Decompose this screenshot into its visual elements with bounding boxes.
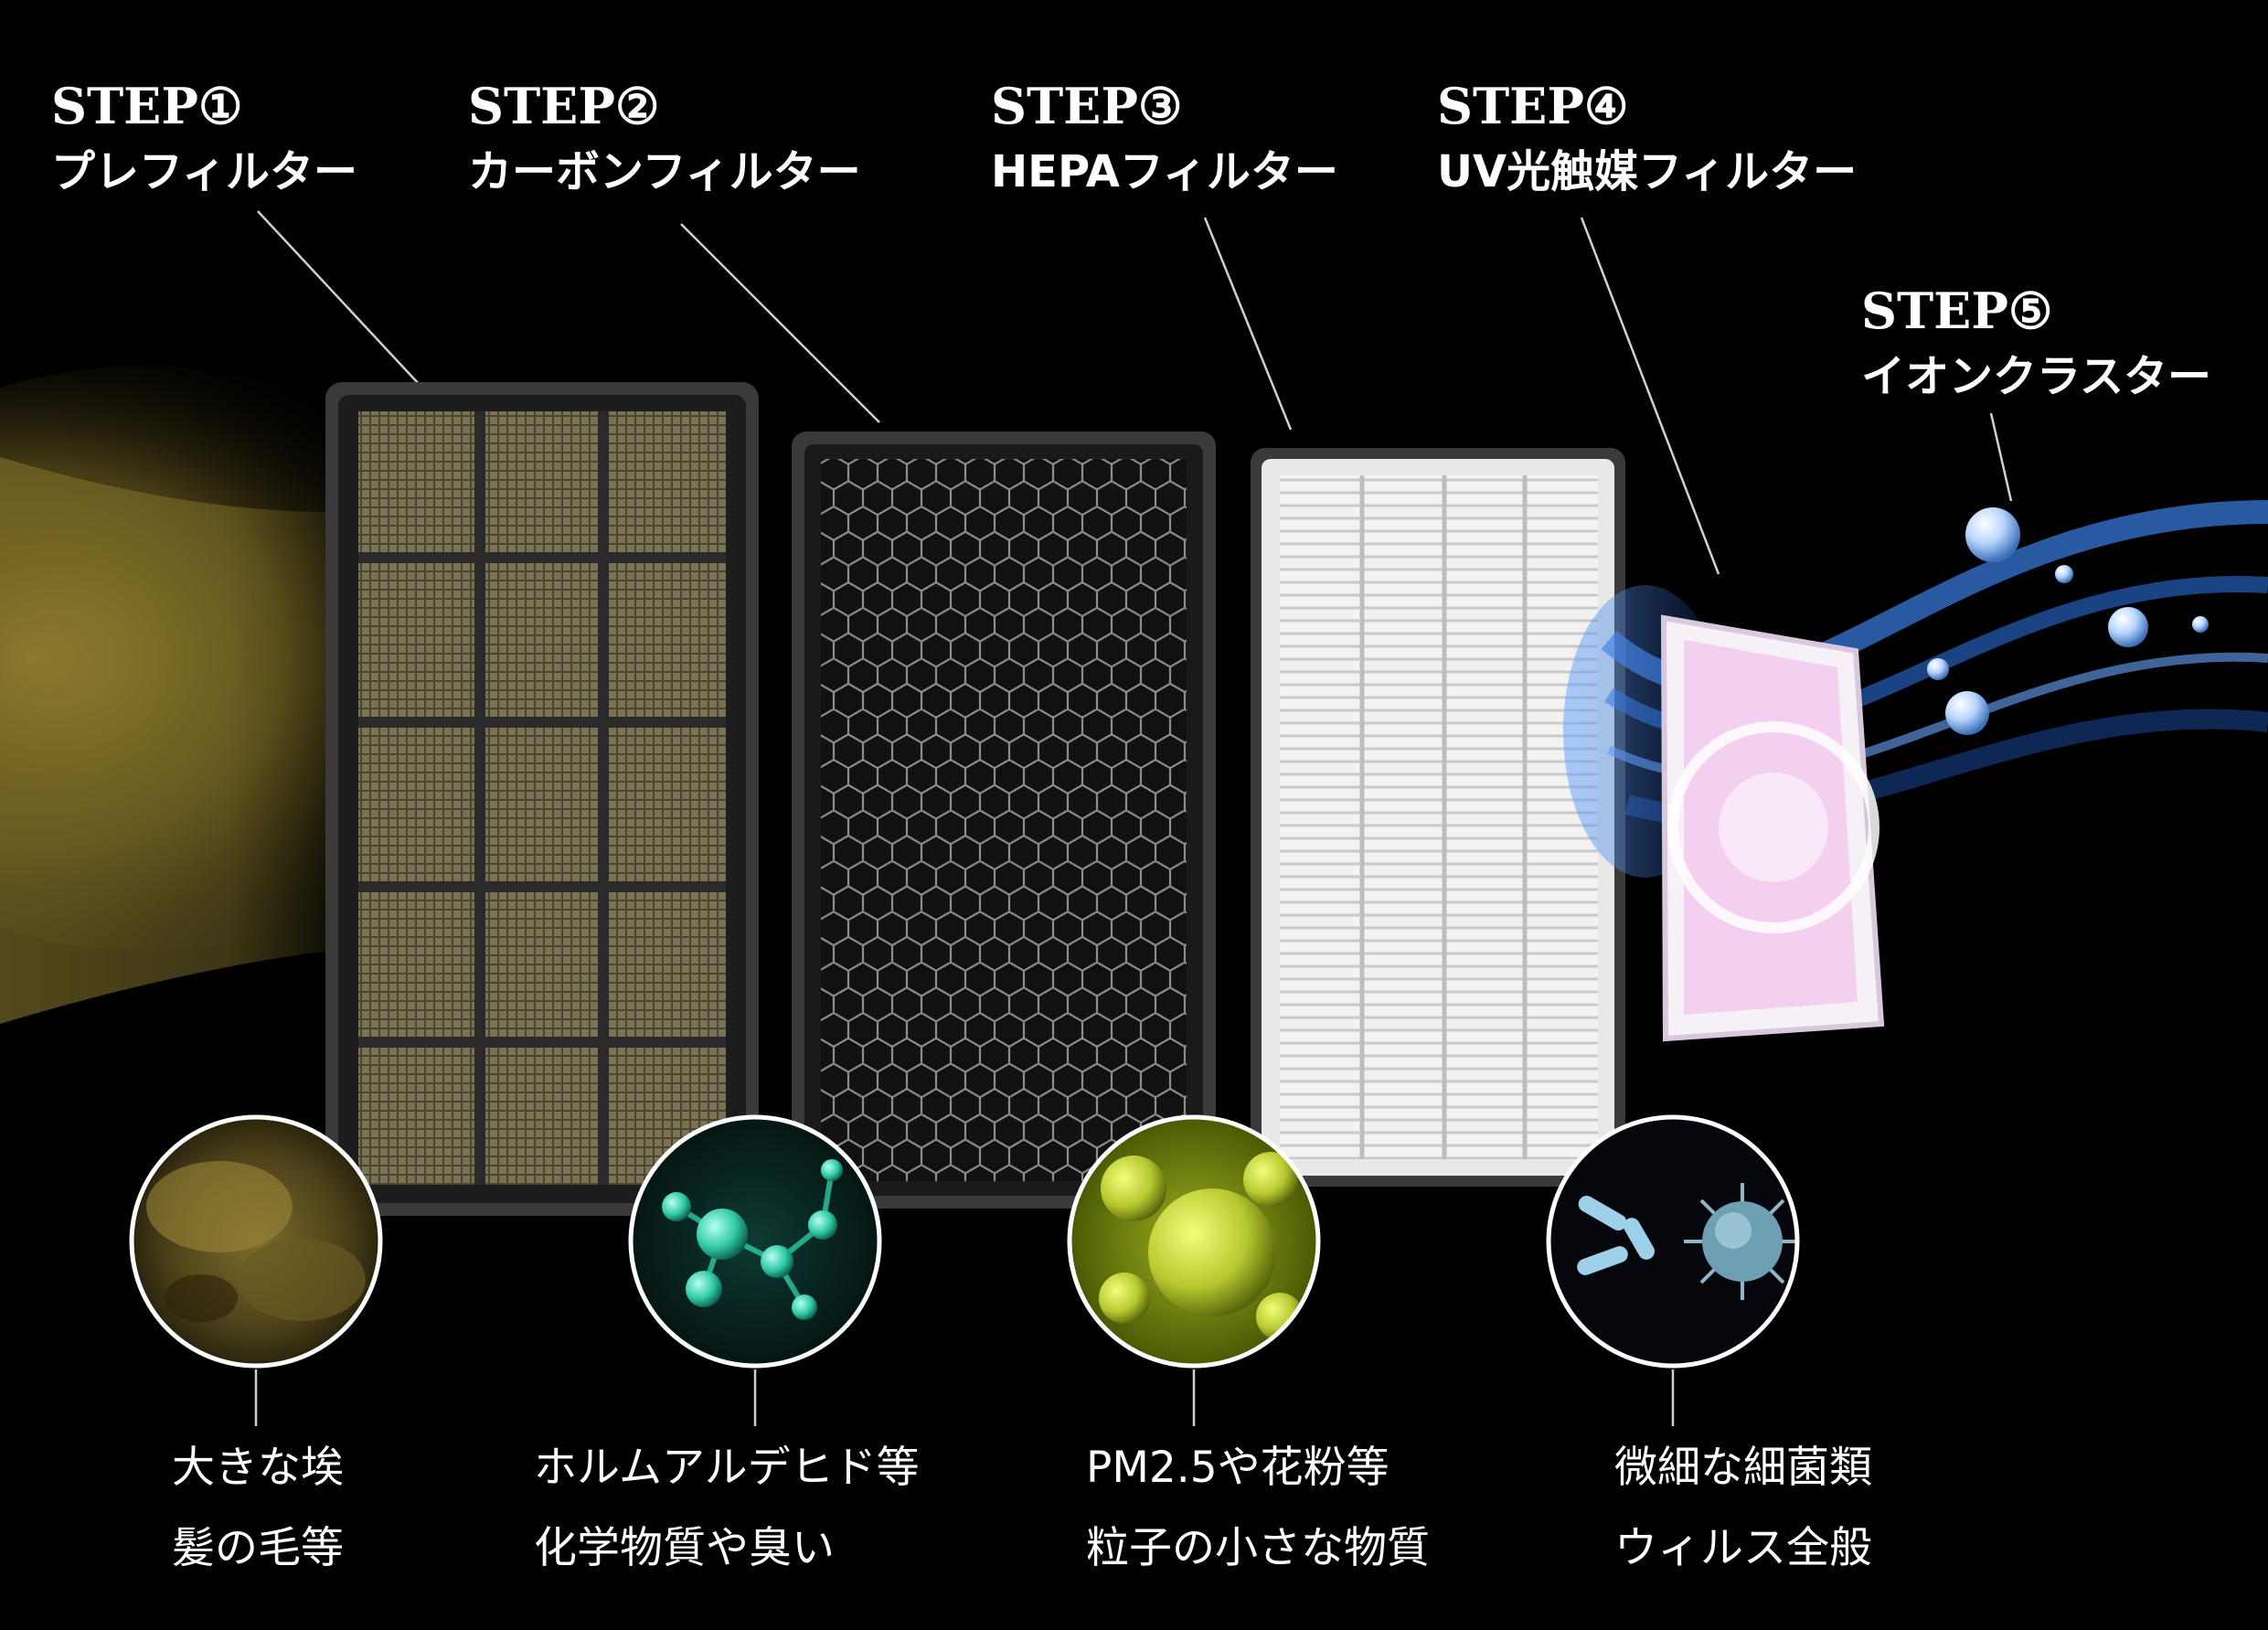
pollen-icon <box>1067 1114 1321 1369</box>
target-2-line2: 化学物質や臭い <box>534 1523 835 1573</box>
step-1-number: STEP① <box>51 77 243 135</box>
bacteria-virus-icon <box>1546 1114 1800 1369</box>
step-3-label: STEP③ HEPAフィルター <box>991 73 1338 205</box>
target-2-line1: ホルムアルデヒド等 <box>534 1443 920 1493</box>
step-5-label: STEP⑤ イオンクラスター <box>1861 278 2211 410</box>
step-4-number: STEP④ <box>1437 77 1629 135</box>
ion-bubble-icon <box>1927 507 2209 735</box>
step-2-name: カーボンフィルター <box>468 146 861 197</box>
step-4-label: STEP④ UV光触媒フィルター <box>1437 73 1857 205</box>
target-3-line2: 粒子の小さな物質 <box>1086 1523 1430 1573</box>
hepa-filter-panel <box>1251 448 1625 1187</box>
pointer-lines <box>254 210 2013 1426</box>
carbon-filter-panel <box>792 431 1216 1209</box>
step-5-name: イオンクラスター <box>1861 351 2212 402</box>
target-1-line1: 大きな埃 <box>172 1443 344 1493</box>
target-caption-2: ホルムアルデヒド等 化学物質や臭い <box>534 1428 920 1589</box>
target-caption-1: 大きな埃 髪の毛等 <box>172 1428 344 1589</box>
step-3-name: HEPAフィルター <box>991 146 1338 197</box>
pre-filter-panel <box>325 382 759 1216</box>
step-1-name: プレフィルター <box>51 146 358 197</box>
molecule-icon <box>628 1114 882 1369</box>
target-4-line1: 微細な細菌類 <box>1614 1443 1872 1493</box>
target-caption-3: PM2.5や花粉等 粒子の小さな物質 <box>1086 1428 1430 1589</box>
step-5-number: STEP⑤ <box>1861 282 2053 340</box>
target-1-line2: 髪の毛等 <box>172 1523 344 1573</box>
target-4-line2: ウィルス全般 <box>1614 1523 1872 1573</box>
step-4-name: UV光触媒フィルター <box>1437 146 1858 197</box>
uv-filter-panel <box>1660 614 1885 1042</box>
step-1-label: STEP① プレフィルター <box>51 73 357 205</box>
target-3-line1: PM2.5や花粉等 <box>1086 1443 1390 1493</box>
target-caption-4: 微細な細菌類 ウィルス全般 <box>1614 1428 1872 1589</box>
step-3-number: STEP③ <box>991 77 1183 135</box>
step-2-label: STEP② カーボンフィルター <box>468 73 861 205</box>
step-2-number: STEP② <box>468 77 660 135</box>
dust-cloud-icon <box>129 1114 383 1369</box>
